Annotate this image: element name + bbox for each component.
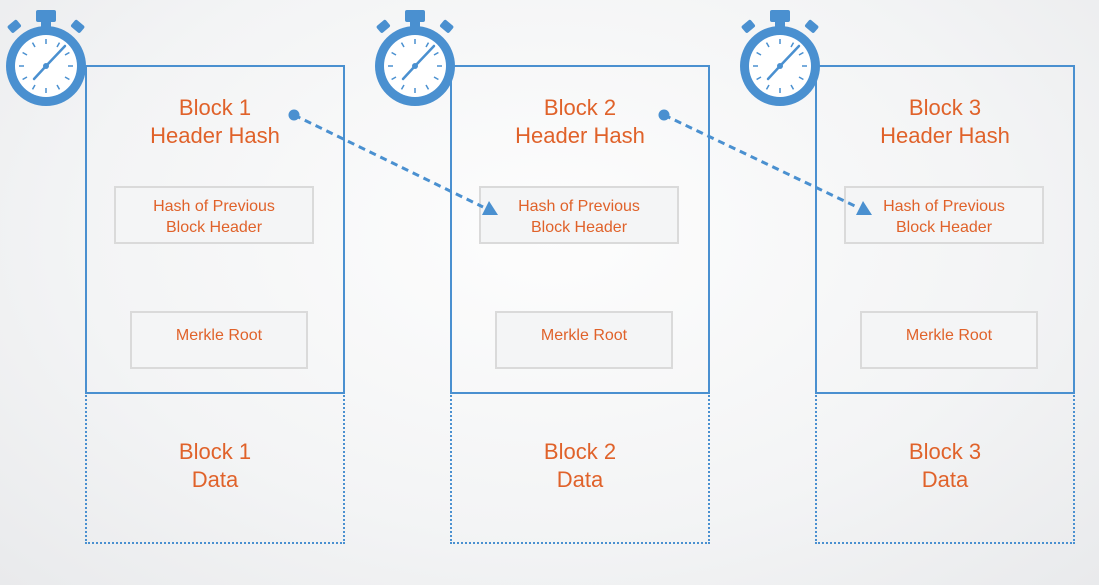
stopwatch-icon <box>740 10 820 106</box>
header-title-line2: Header Hash <box>150 123 280 148</box>
data-label-line1: Block 1 <box>178 439 252 464</box>
prev-hash-box: Hash of Previous Block Header <box>114 186 314 244</box>
merkle-root-box: Merkle Root <box>495 311 673 369</box>
stopwatch-icon <box>6 10 86 106</box>
block-header-box <box>85 65 345 394</box>
block-header-box <box>815 65 1075 394</box>
prev-hash-box: Hash of Previous Block Header <box>479 186 679 244</box>
data-label-line2: Data <box>921 467 969 492</box>
header-title-line2: Header Hash <box>880 123 1010 148</box>
header-title-line2: Header Hash <box>515 123 645 148</box>
block-1: Block 1 Header Hash Hash of Previous Blo… <box>85 0 345 585</box>
block-data-box <box>815 392 1075 544</box>
data-label-line1: Block 2 <box>543 439 617 464</box>
block-header-box <box>450 65 710 394</box>
prev-hash-line1: Hash of Previous <box>153 198 275 215</box>
block-data-box <box>450 392 710 544</box>
prev-hash-line1: Hash of Previous <box>518 198 640 215</box>
data-label-line2: Data <box>556 467 604 492</box>
data-label-line1: Block 3 <box>908 439 982 464</box>
prev-hash-line2: Block Header <box>530 219 628 236</box>
prev-hash-line1: Hash of Previous <box>883 198 1005 215</box>
block-data-box <box>85 392 345 544</box>
stopwatch-icon <box>375 10 455 106</box>
block-2: Block 2 Header Hash Hash of Previous Blo… <box>450 0 710 585</box>
prev-hash-line2: Block Header <box>895 219 993 236</box>
link-arrow-2-to-3 <box>658 109 872 215</box>
link-arrow-1-to-2 <box>288 109 498 215</box>
prev-hash-box: Hash of Previous Block Header <box>844 186 1044 244</box>
merkle-root-box: Merkle Root <box>130 311 308 369</box>
header-title-line1: Block 1 <box>178 95 252 120</box>
data-label-line2: Data <box>191 467 239 492</box>
header-title-line1: Block 3 <box>908 95 982 120</box>
merkle-root-box: Merkle Root <box>860 311 1038 369</box>
prev-hash-line2: Block Header <box>165 219 263 236</box>
header-title-line1: Block 2 <box>543 95 617 120</box>
block-3: Block 3 Header Hash Hash of Previous Blo… <box>815 0 1075 585</box>
